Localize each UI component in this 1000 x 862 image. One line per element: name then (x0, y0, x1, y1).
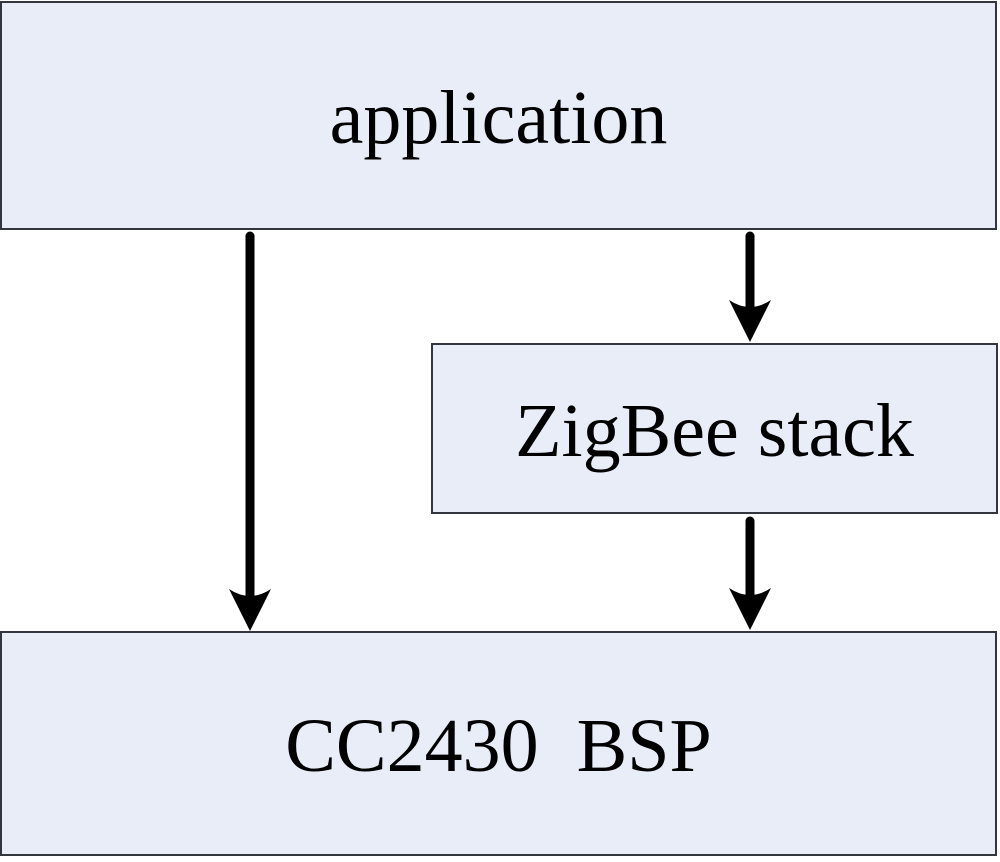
arrow-zigbee-stack-to-cc2430-bsp-icon (729, 516, 771, 630)
node-cc2430-bsp: CC2430 BSP (0, 631, 997, 856)
node-application-label: application (329, 75, 668, 160)
node-application: application (0, 1, 997, 230)
node-zigbee-stack: ZigBee stack (431, 343, 998, 514)
arrow-application-to-cc2430-bsp-icon (229, 231, 271, 631)
node-cc2430-bsp-label: CC2430 BSP (285, 703, 712, 788)
arrow-application-to-zigbee-stack-icon (729, 231, 771, 342)
node-zigbee-stack-label: ZigBee stack (515, 388, 914, 473)
